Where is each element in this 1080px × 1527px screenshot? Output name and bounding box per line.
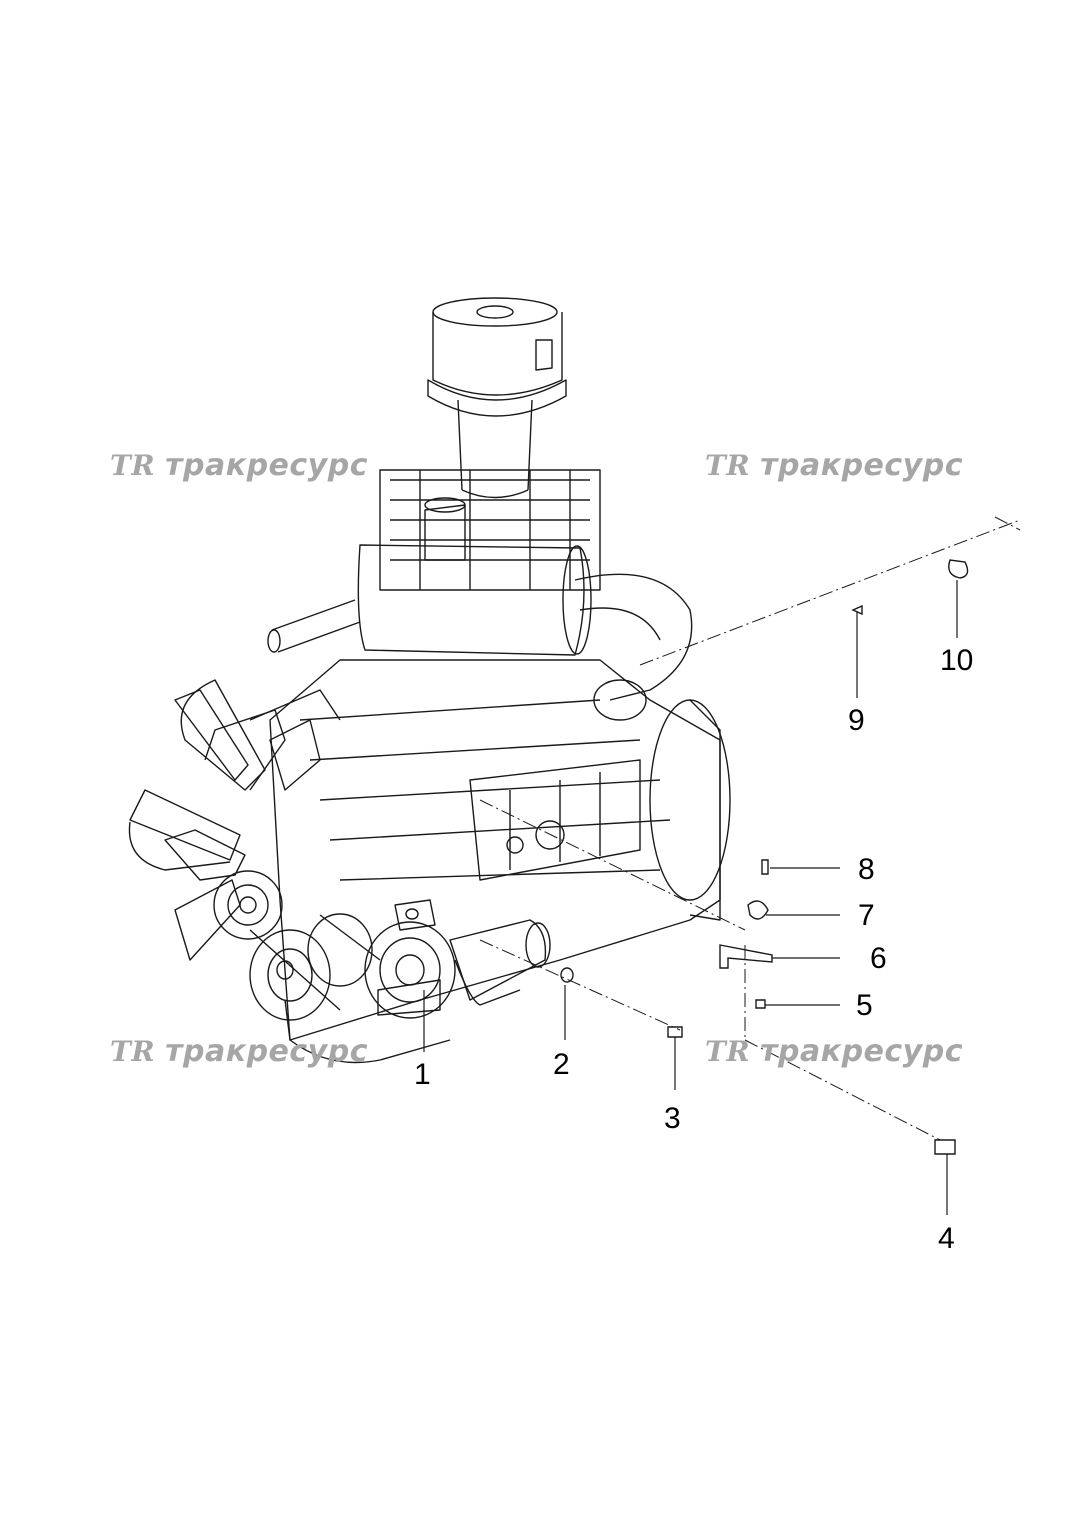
watermark-text: тракресурс [760,448,963,483]
watermark-logo: TR [110,1035,156,1068]
cooling-fan [128,679,341,961]
callout-6: 6 [870,942,887,975]
callout-7: 7 [858,899,875,932]
callout-10: 10 [940,644,974,677]
alternator-assembly [364,899,456,1019]
exploded-parts [560,559,969,1155]
callout-4: 4 [938,1222,955,1255]
callout-1: 1 [414,1058,431,1091]
oil-pan [284,999,451,1064]
watermark-top-right: TR тракресурс [705,448,963,483]
watermark-logo: TR [705,449,751,482]
watermark-text: тракресурс [165,448,368,483]
intake-housing [379,469,601,591]
callout-8: 8 [858,853,875,886]
callout-5: 5 [856,989,873,1022]
watermark-top-left: TR тракресурс [110,448,368,483]
starter-motor [449,919,551,1006]
intake-pipe [267,599,361,653]
callout-9: 9 [848,704,865,737]
watermark-logo: TR [705,1035,751,1068]
watermark-text: тракресурс [760,1034,963,1069]
turbo-elbow [574,573,693,721]
callout-leaders [423,580,958,1215]
callout-2: 2 [553,1048,570,1081]
watermark-text: тракресурс [165,1034,368,1069]
watermark-bottom-right: TR тракресурс [705,1034,963,1069]
engine-block [269,659,731,1041]
assembly-lines [479,516,1021,1141]
muffler [357,497,592,656]
watermark-bottom-left: TR тракресурс [110,1034,368,1069]
callout-3: 3 [664,1102,681,1135]
air-cleaner [427,297,567,499]
front-pulleys [249,913,381,1021]
watermark-logo: TR [110,449,156,482]
